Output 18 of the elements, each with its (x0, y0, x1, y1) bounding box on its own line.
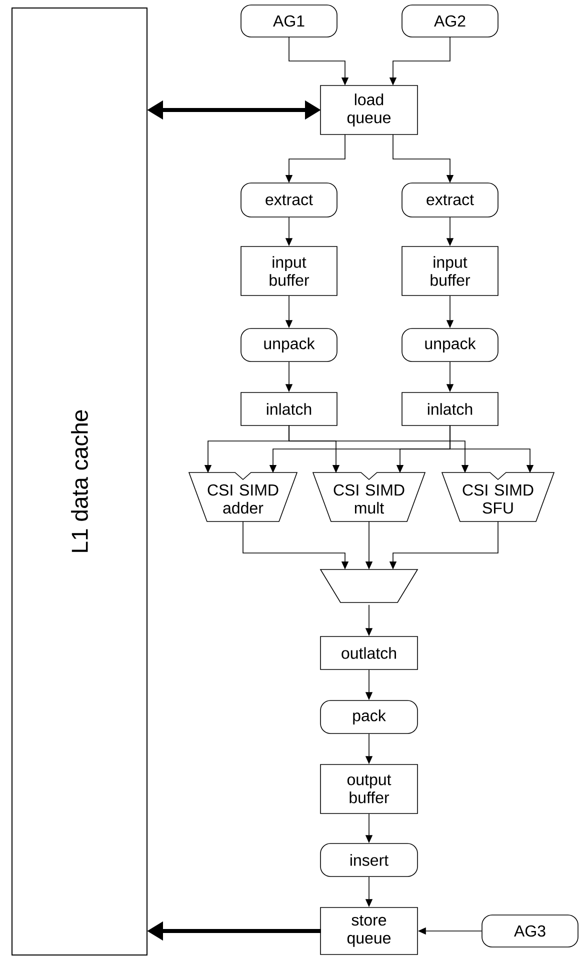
buffer-box: input buffer (240, 246, 338, 296)
stage-box: unpack (240, 328, 338, 362)
buffer-box: load queue (320, 85, 418, 135)
cache-box: L1 data cache (12, 8, 148, 956)
stage-box: AG1 (240, 4, 338, 38)
stage-box: AG3 (482, 914, 578, 948)
stage-box: insert (320, 843, 418, 877)
stage-box: extract (402, 182, 498, 218)
stage-box: unpack (402, 328, 498, 362)
buffer-box: inlatch (402, 392, 498, 426)
buffer-box: inlatch (240, 392, 338, 426)
stage-box: extract (240, 182, 338, 218)
stage-box: pack (320, 700, 418, 734)
buffer-box: store queue (320, 907, 418, 955)
buffer-box: outlatch (320, 636, 418, 670)
stage-box: AG2 (402, 4, 498, 38)
buffer-box: output buffer (320, 764, 418, 814)
buffer-box: input buffer (402, 246, 498, 296)
